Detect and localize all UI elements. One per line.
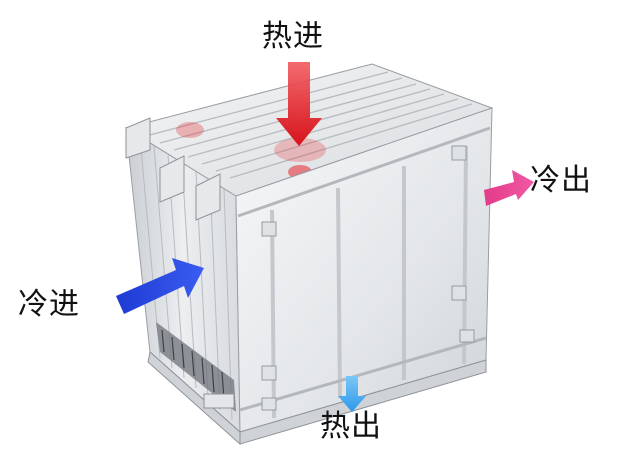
cold-outlet-arrow xyxy=(484,170,534,206)
bottom-skids xyxy=(147,351,487,446)
cold-outlet-label: 冷出 xyxy=(530,163,592,198)
hot-outlet-label: 热出 xyxy=(320,409,382,444)
cold-inlet-arrow xyxy=(116,258,204,314)
hot-outlet-arrow xyxy=(338,376,366,412)
hot-zone-tint-2 xyxy=(176,122,204,138)
hot-zone-tint xyxy=(274,138,326,162)
front-rails xyxy=(237,126,491,412)
frame-brackets xyxy=(261,145,475,411)
side-bottom-slots xyxy=(156,322,236,412)
front-ribs xyxy=(270,145,468,419)
cold-inlet-label: 冷进 xyxy=(18,287,80,322)
hot-inlet-arrow xyxy=(276,62,322,146)
top-flanges xyxy=(125,117,221,221)
heat-exchanger-core-icon xyxy=(124,63,494,446)
hot-inlet-label: 热进 xyxy=(262,19,324,54)
